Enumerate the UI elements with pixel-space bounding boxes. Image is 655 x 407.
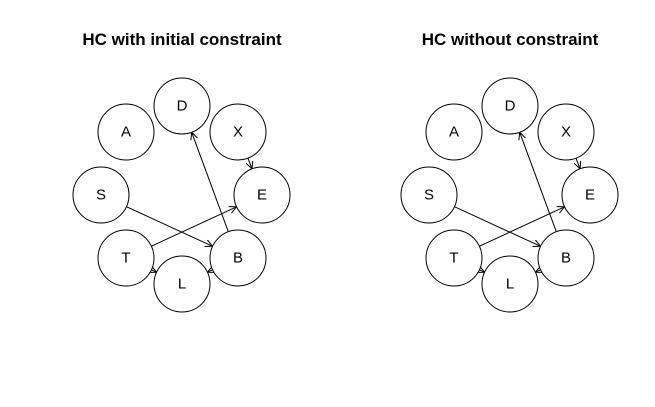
node-B: B — [209, 229, 267, 287]
node-L: L — [481, 255, 539, 313]
node-label: X — [233, 124, 243, 141]
node-X: X — [209, 103, 267, 161]
panel-title-right: HC without constraint — [421, 30, 599, 49]
node-label: A — [121, 124, 131, 141]
node-label: X — [561, 124, 571, 141]
node-label: B — [561, 250, 571, 267]
node-label: S — [96, 187, 106, 204]
node-label: A — [449, 124, 459, 141]
node-A: A — [425, 103, 483, 161]
node-label: L — [178, 276, 186, 293]
node-B: B — [537, 229, 595, 287]
node-S: S — [72, 166, 130, 224]
node-label: D — [177, 98, 188, 115]
node-label: E — [585, 187, 595, 204]
node-D: D — [481, 77, 539, 135]
edge-X-E — [573, 157, 582, 170]
node-S: S — [400, 166, 458, 224]
graph-panel-1: A D X S E T B L — [400, 77, 619, 313]
node-label: S — [424, 187, 434, 204]
node-E: E — [233, 166, 291, 224]
node-label: B — [233, 250, 243, 267]
node-X: X — [537, 103, 595, 161]
node-label: T — [449, 250, 458, 267]
node-L: L — [153, 255, 211, 313]
node-T: T — [425, 229, 483, 287]
edge-X-E — [245, 157, 254, 170]
node-label: T — [121, 250, 130, 267]
node-label: L — [506, 276, 514, 293]
graph-panel-0: A D X S E T B L — [72, 77, 291, 313]
node-T: T — [97, 229, 155, 287]
node-E: E — [561, 166, 619, 224]
node-D: D — [153, 77, 211, 135]
panel-title-left: HC with initial constraint — [82, 30, 282, 49]
node-label: E — [257, 187, 267, 204]
node-label: D — [505, 98, 516, 115]
node-A: A — [97, 103, 155, 161]
